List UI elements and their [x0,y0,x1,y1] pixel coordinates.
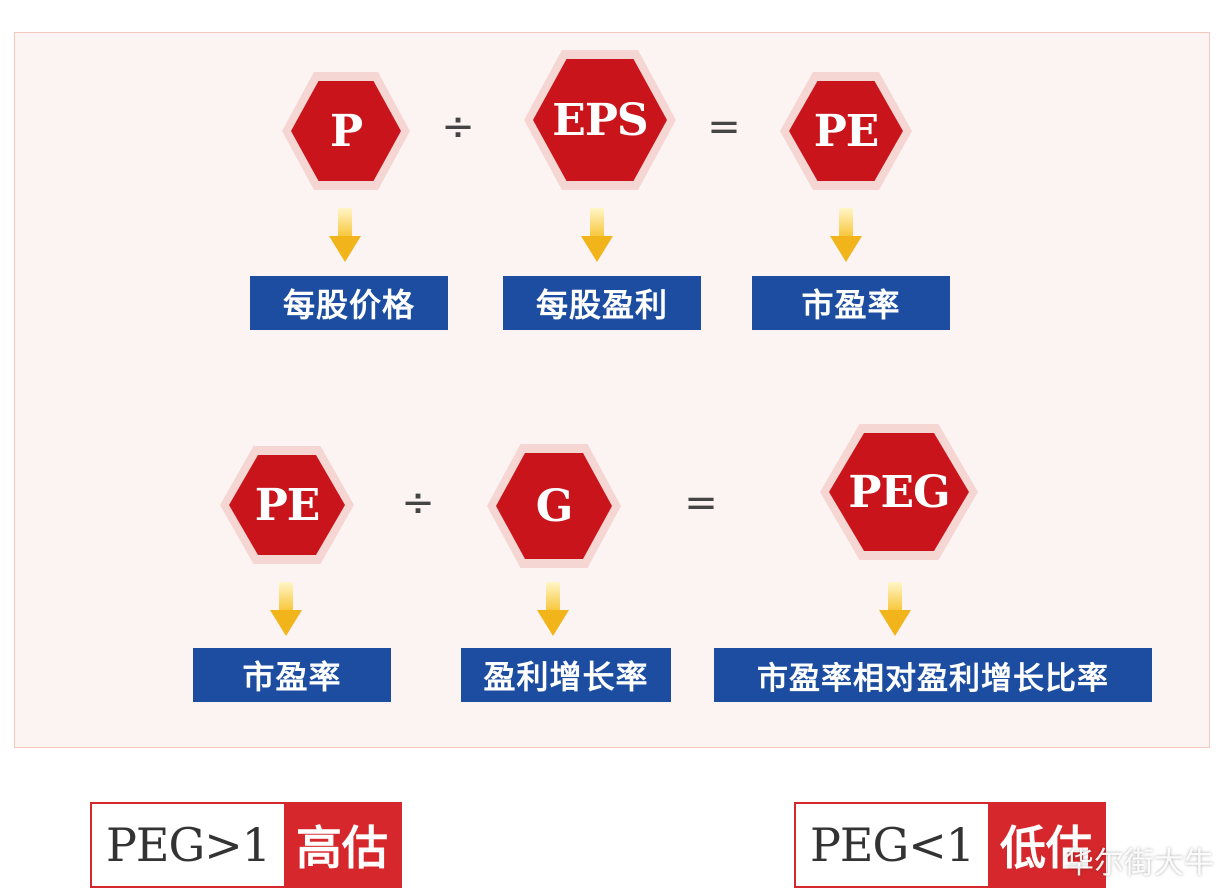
hex-peg-label: PEG [848,466,950,518]
hex-eps: EPS [524,50,676,190]
hex-pe: PE [780,72,912,190]
verdict-overvalued: PEG>1 高估 [90,802,402,888]
arrow-down-icon [879,582,911,636]
arrow-down-icon [329,208,361,262]
tag-peg-ratio: 市盈率相对盈利增长比率 [714,648,1152,702]
watermark-text: 华尔街大牛 [1064,846,1214,881]
verdict-condition: PEG>1 [105,818,271,872]
tag-eps: 每股盈利 [503,276,701,330]
verdict-undervalued: PEG<1 低估 [794,802,1106,888]
arrow-down-icon [270,582,302,636]
tag-growth-rate: 盈利增长率 [461,648,671,702]
hex-pe-2: PE [220,446,354,564]
hex-g: G [487,444,621,568]
equals-operator-2: = [684,480,718,526]
hex-eps-label: EPS [552,94,648,146]
verdict-result: 低估 [988,804,1104,886]
arrow-down-icon [537,582,569,636]
hex-g-label: G [535,480,574,532]
verdict-result: 高估 [284,804,400,886]
hex-p: P [282,72,410,190]
hex-p-label: P [329,105,363,157]
arrow-down-icon [830,208,862,262]
tag-share-price: 每股价格 [250,276,448,330]
divide-operator-2: ÷ [401,480,435,526]
verdict-condition: PEG<1 [809,818,975,872]
hex-pe-2-label: PE [254,479,321,531]
hex-peg: PEG [820,424,978,560]
hex-pe-label: PE [813,105,880,157]
tag-pe-ratio: 市盈率 [752,276,950,330]
equals-operator: = [707,104,741,150]
arrow-down-icon [581,208,613,262]
divide-operator: ÷ [441,104,475,150]
tag-pe-ratio-2: 市盈率 [193,648,391,702]
